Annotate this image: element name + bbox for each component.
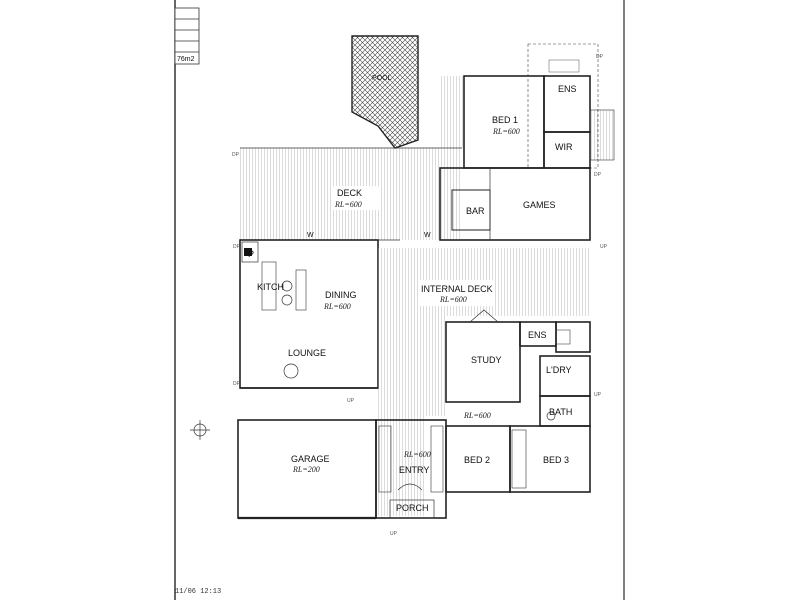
entry-porch: ENTRY RL=600 PORCH	[375, 419, 447, 519]
w-marker: W	[307, 232, 314, 239]
w-marker: W	[424, 232, 431, 239]
entry-rl: RL=600	[403, 450, 431, 459]
lounge-label: LOUNGE	[288, 348, 326, 358]
bed1-wing: BED 1 RL=600 ENS WIR	[463, 43, 615, 169]
garage-rl: RL=200	[292, 465, 320, 474]
fax-timestamp: 11/06 12:13	[175, 588, 222, 596]
internal-deck-area: INTERNAL DECK RL=600	[378, 248, 590, 516]
pantry-label: P	[248, 249, 254, 259]
area-total: 76m2	[177, 56, 195, 63]
internal-deck-rl: RL=600	[439, 295, 467, 304]
entry-label: ENTRY	[399, 465, 429, 475]
dp-marker: DP	[594, 172, 602, 178]
living-wing: P KITCH DINING RL=600 LOUNGE	[239, 239, 379, 389]
pool-label: POOL	[372, 75, 392, 82]
bedroom-wing: STUDY ENS L'DRY BATH RL=600	[445, 309, 591, 427]
ens-top-label: ENS	[558, 84, 577, 94]
pool: POOL	[351, 35, 419, 149]
bed2-label: BED 2	[464, 455, 490, 465]
bed2-bed3-wing: BED 2 BED 3	[445, 425, 591, 493]
dining-rl: RL=600	[323, 302, 351, 311]
study-label: STUDY	[471, 355, 502, 365]
up-marker: UP	[594, 392, 602, 398]
deck-area: DECK RL=600	[240, 76, 464, 241]
downpipe-markers: DP DP DP DP DP UP UP UP UP W W	[232, 54, 608, 537]
dp-marker: DP	[232, 152, 240, 158]
up-marker: UP	[347, 398, 355, 404]
porch-label: PORCH	[396, 503, 429, 513]
bed1-rl: RL=600	[492, 127, 520, 136]
survey-point-symbol	[190, 420, 210, 440]
hall-rl: RL=600	[463, 411, 491, 420]
up-marker: UP	[600, 244, 608, 250]
bar-label: BAR	[466, 206, 485, 216]
area-table: 76m2	[174, 7, 200, 65]
bar-games-wing: BAR GAMES	[439, 167, 591, 241]
internal-deck-label: INTERNAL DECK	[421, 284, 493, 294]
dp-marker: DP	[233, 381, 241, 387]
deck-rl: RL=600	[334, 200, 362, 209]
ldry-label: L'DRY	[546, 365, 572, 375]
garage: GARAGE RL=200	[237, 419, 377, 520]
dining-label: DINING	[325, 290, 357, 300]
dp-marker: DP	[596, 54, 604, 60]
bath-label: BATH	[549, 407, 572, 417]
garage-label: GARAGE	[291, 454, 330, 464]
up-marker: UP	[390, 531, 398, 537]
bed1-label: BED 1	[492, 115, 518, 125]
deck-label: DECK	[337, 188, 362, 198]
ens-mid-label: ENS	[528, 330, 547, 340]
games-label: GAMES	[523, 200, 556, 210]
wir-label: WIR	[555, 142, 573, 152]
kitch-label: KITCH	[257, 282, 284, 292]
dp-marker: DP	[233, 244, 241, 250]
bed3-label: BED 3	[543, 455, 569, 465]
